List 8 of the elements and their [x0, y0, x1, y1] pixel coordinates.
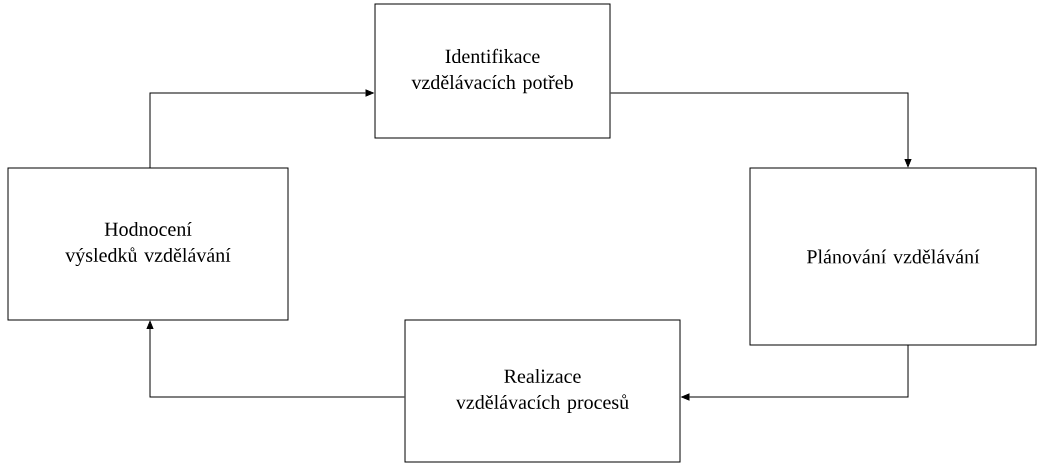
arrow [681, 344, 909, 401]
process-box: Hodnocení výsledků vzdělávání [7, 167, 289, 321]
process-box: Plánování vzdělávání [749, 167, 1037, 346]
arrow [149, 89, 374, 169]
arrow [146, 320, 405, 398]
process-box: Realizace vzdělávacích procesů [404, 319, 681, 463]
arrow [610, 92, 912, 168]
process-box: Identifikace vzdělávacích potřeb [374, 3, 611, 139]
